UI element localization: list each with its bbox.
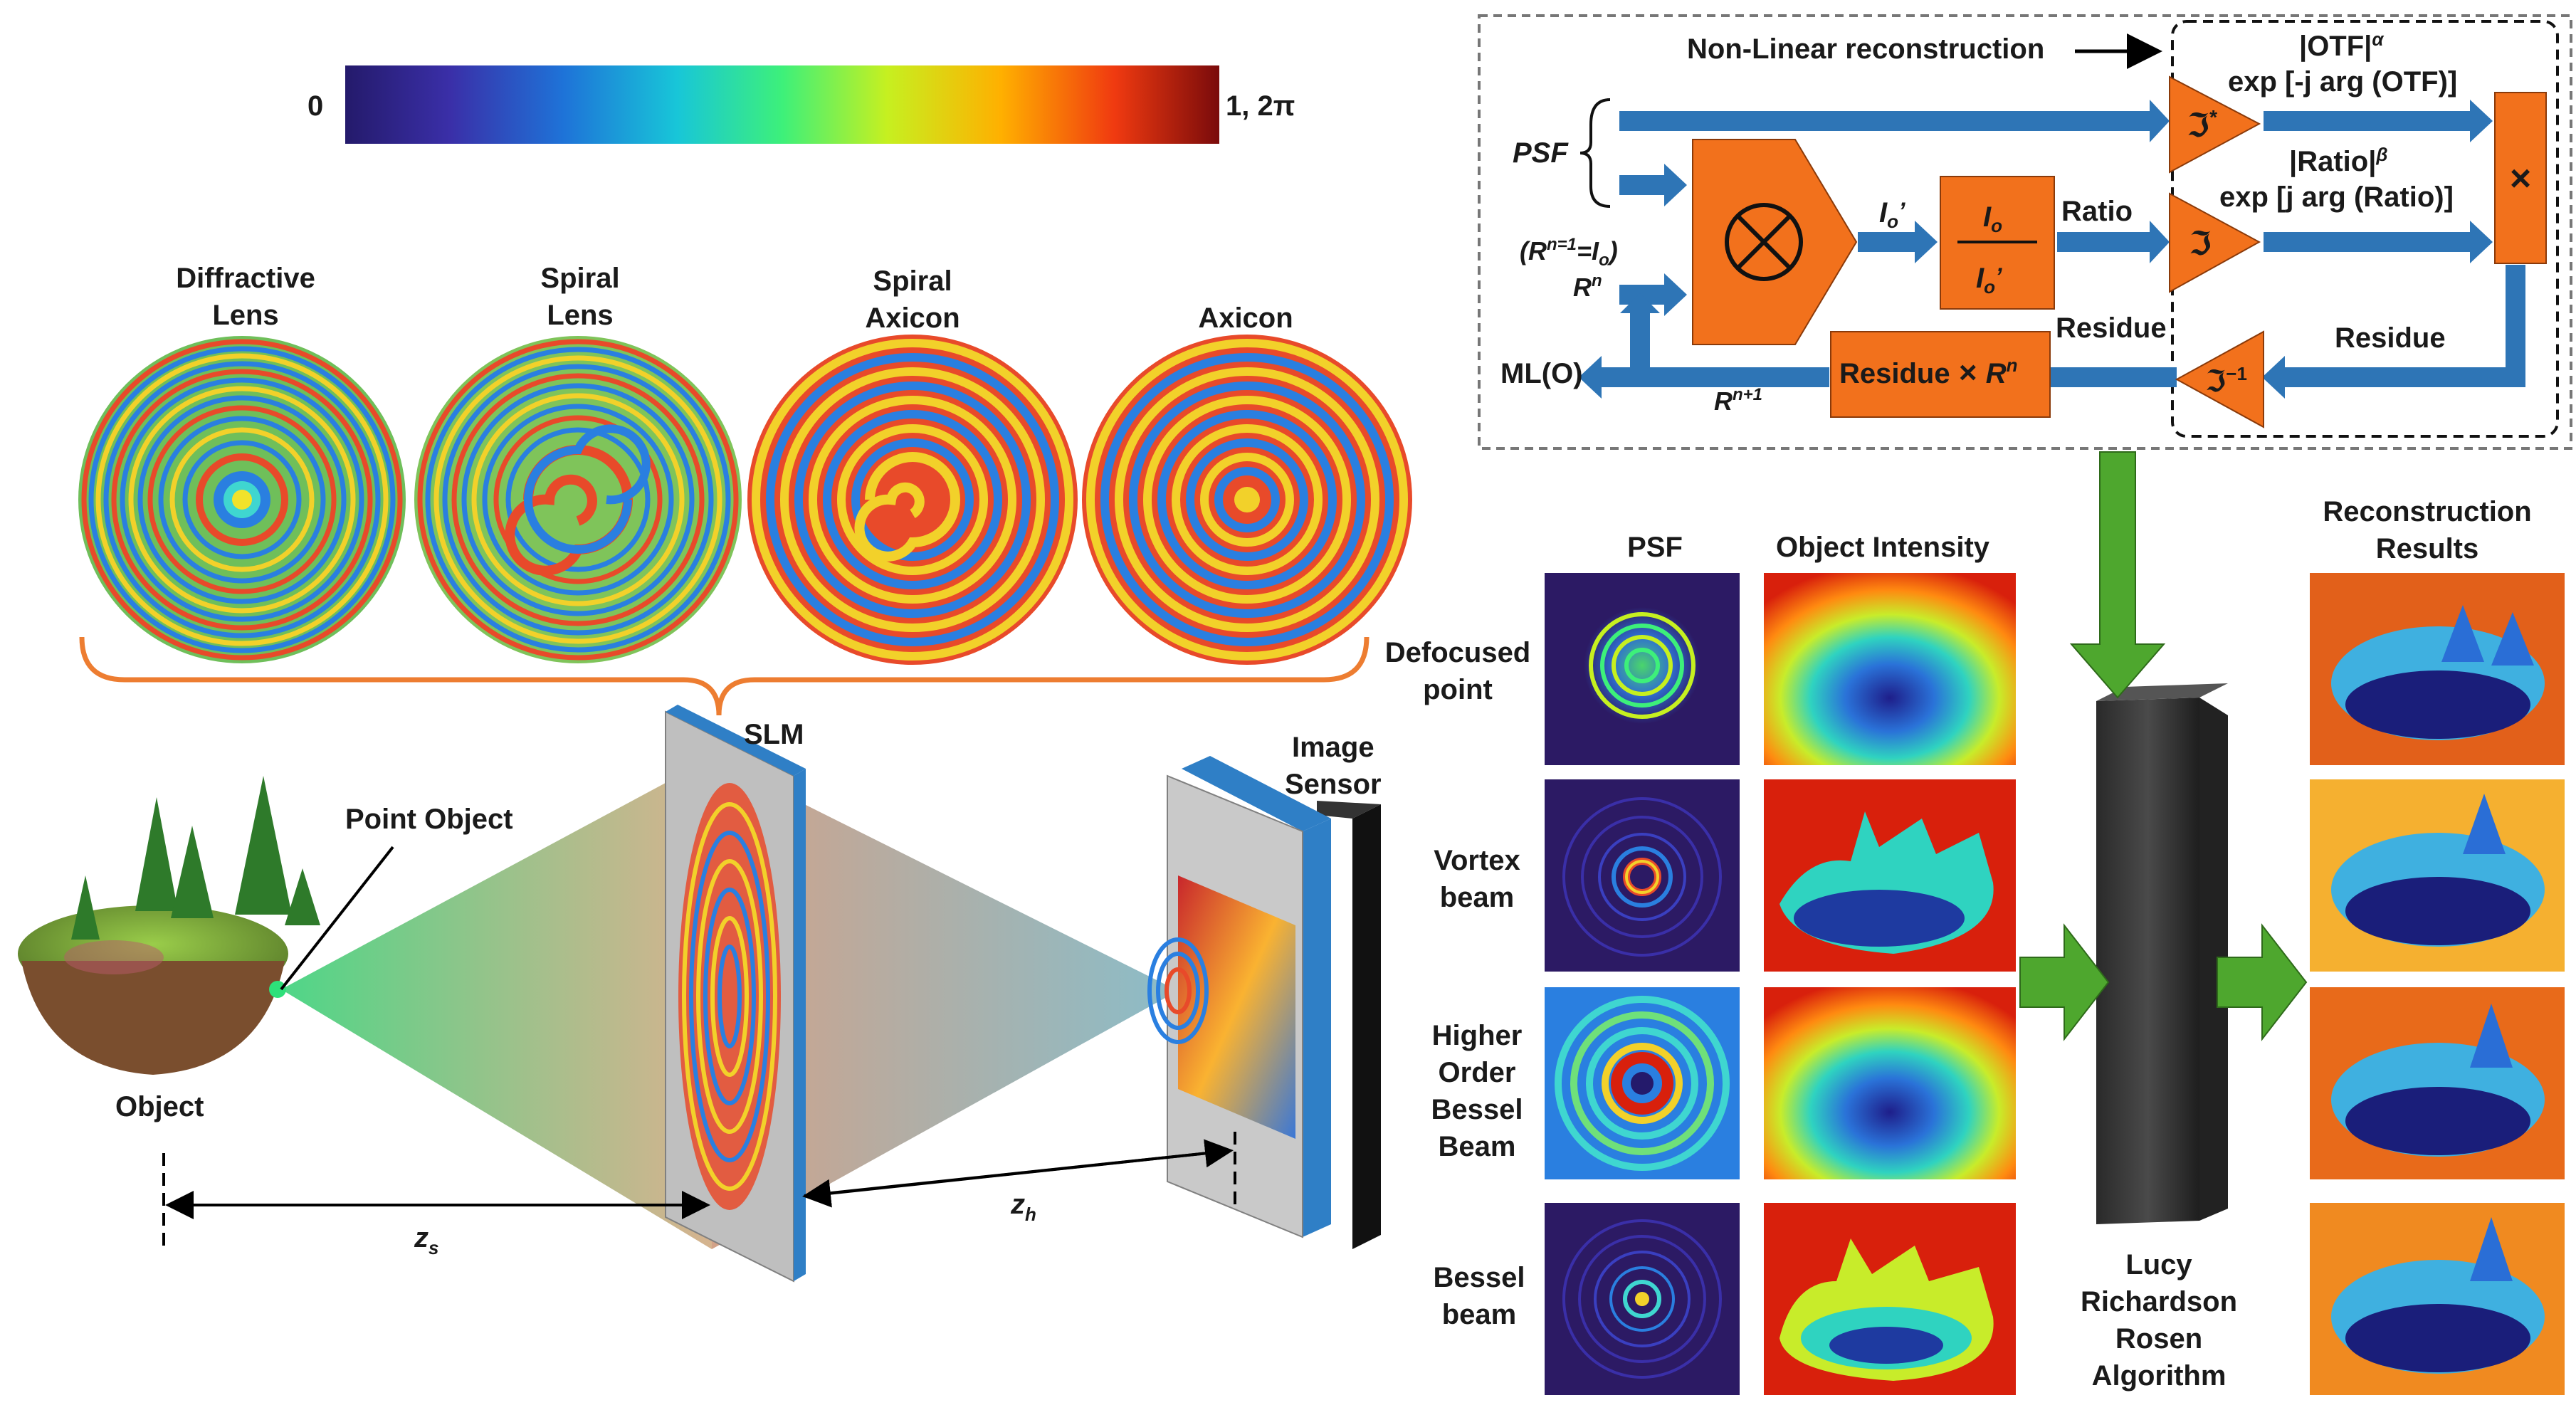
ratio-phase: exp [j arg (Ratio)] (2219, 182, 2454, 213)
object-intensity-defocused (1764, 573, 2016, 765)
flow-arrows (1579, 100, 2525, 399)
col-header-psf: PSF (1627, 532, 1683, 563)
col-header-reconstruction: Reconstruction (2323, 496, 2531, 527)
multiply-block (1692, 139, 1858, 345)
product-block (2494, 92, 2547, 264)
fourier-symbol: ℑ (2189, 225, 2212, 262)
colorbar-gradient (345, 65, 1219, 144)
reconstruction-defocused (2310, 573, 2565, 765)
object-intensity-hobb (1764, 987, 2016, 1179)
residue-label: Residue (2335, 322, 2446, 354)
mask-titles: Diffractive Lens Spiral Lens Spiral Axic… (176, 263, 1293, 334)
mask-spiral-lens (414, 336, 742, 663)
divide-denominator: Io’ (1976, 263, 2002, 298)
reconstruction-hobb (2310, 987, 2565, 1179)
point-object-label: Point Object (345, 804, 513, 835)
mask-title-axicon: Axicon (1198, 303, 1293, 334)
colorbar-max-label: 1, 2π (1226, 90, 1295, 122)
mask-diffractive-lens (78, 336, 406, 663)
mask-title-spiral-lens-2: Lens (547, 300, 613, 331)
row-label-bessel: Bessel (1434, 1262, 1525, 1293)
beam-cone-slm-sensor (712, 758, 1178, 1249)
row-label-hobb-2: Order (1439, 1057, 1516, 1088)
algorithm-label-2: Richardson (2081, 1286, 2237, 1317)
colorbar: 0 1, 2π (307, 65, 1295, 144)
product-symbol: × (2510, 158, 2531, 199)
ml-output-label: ML(O) (1500, 358, 1583, 389)
row-label-bessel-2: beam (1442, 1299, 1517, 1330)
fourier-conj-triangle (2169, 75, 2261, 174)
convolution-operator (1725, 203, 1803, 281)
inverse-fourier-triangle (2175, 330, 2264, 428)
flow-title: Non-Linear reconstruction (1687, 33, 2044, 65)
lrr-algorithm-block (2096, 683, 2228, 1224)
residue-tilde-label: Residue (2056, 312, 2167, 344)
row-label-defocused: Defocused (1385, 637, 1531, 668)
object-island (18, 776, 320, 1075)
algorithm-label-3: Rosen (2115, 1323, 2202, 1354)
ratio-label: Ratio (2061, 196, 2133, 227)
object-intensity-vortex (1764, 779, 2016, 972)
algorithm-label-4: Algorithm (2092, 1360, 2227, 1392)
zs-label: zs (414, 1222, 438, 1258)
image-sensor (1147, 756, 1381, 1249)
rn1-label: Rn+1 (1714, 385, 1762, 416)
mask-title-diffractive: Diffractive (176, 263, 315, 294)
image-sensor-label: Image (1292, 732, 1374, 763)
mask-brace (79, 636, 1370, 716)
reconstruction-bessel (2310, 1203, 2565, 1395)
slm-label: SLM (744, 719, 804, 750)
slm (665, 705, 806, 1283)
row-label-vortex: Vortex (1434, 845, 1520, 876)
row-label-hobb-4: Beam (1439, 1131, 1516, 1162)
otf-phase: exp [-j arg (OTF)] (2228, 66, 2457, 98)
object-label: Object (115, 1091, 204, 1122)
colorbar-min-label: 0 (307, 90, 323, 122)
results-grid: PSF Object Intensity Reconstruction Resu… (1385, 451, 2565, 1395)
col-header-reconstruction-2: Results (2376, 533, 2479, 564)
inverse-fourier-symbol: ℑ−1 (2205, 363, 2247, 398)
psf-higher-order-bessel (1545, 987, 1740, 1179)
psf-bessel-beam (1545, 1203, 1740, 1395)
update-block (1830, 331, 2051, 418)
mask-axicon (1082, 335, 1412, 665)
mask-spiral-axicon (747, 335, 1078, 665)
io-prime-label: Io’ (1879, 197, 1905, 232)
row-label-defocused-2: point (1423, 674, 1493, 705)
green-arrow-down (2069, 451, 2166, 699)
mask-title-diffractive-2: Lens (212, 300, 278, 331)
point-object-pointer (280, 846, 394, 991)
object-intensity-bessel (1764, 1203, 2016, 1395)
fourier-triangle (2169, 192, 2261, 293)
mask-title-spiral-axicon: Spiral (873, 265, 952, 297)
green-arrow-out (2217, 923, 2308, 1041)
rn-label: Rn (1573, 271, 1602, 302)
reconstruction-flowchart: Non-Linear reconstruction PSF (1478, 14, 2572, 450)
psf-input-label: PSF (1513, 137, 1569, 169)
mask-title-spiral-lens: Spiral (540, 263, 619, 294)
algorithm-label-1: Lucy (2125, 1249, 2192, 1280)
green-arrow-in (2019, 923, 2110, 1041)
flow-outer-frame (1478, 14, 2572, 450)
optical-setup: Point Object Object SLM (18, 705, 1382, 1283)
reconstruction-vortex (2310, 779, 2565, 972)
divide-numerator: Io (1983, 201, 2002, 236)
image-sensor-label-2: Sensor (1285, 769, 1382, 800)
init-label: (Rn=1=Io) (1520, 235, 1618, 270)
mask-title-spiral-axicon-2: Axicon (865, 303, 960, 334)
fourier-conj-symbol: ℑ* (2187, 106, 2217, 144)
col-header-object-intensity: Object Intensity (1776, 532, 1990, 563)
row-label-vortex-2: beam (1440, 882, 1515, 913)
zh-label: zh (1010, 1189, 1036, 1225)
ratio-magnitude: |Ratio|β (2289, 144, 2388, 177)
beam-cone-object-slm (281, 758, 712, 1249)
update-label: Residue × Rn (1839, 354, 2018, 390)
otf-magnitude: |OTF|α (2299, 28, 2385, 62)
row-label-hobb: Higher (1432, 1020, 1523, 1051)
psf-defocused-point (1545, 573, 1740, 765)
row-label-hobb-3: Bessel (1431, 1094, 1523, 1125)
psf-vortex-beam (1545, 779, 1740, 972)
